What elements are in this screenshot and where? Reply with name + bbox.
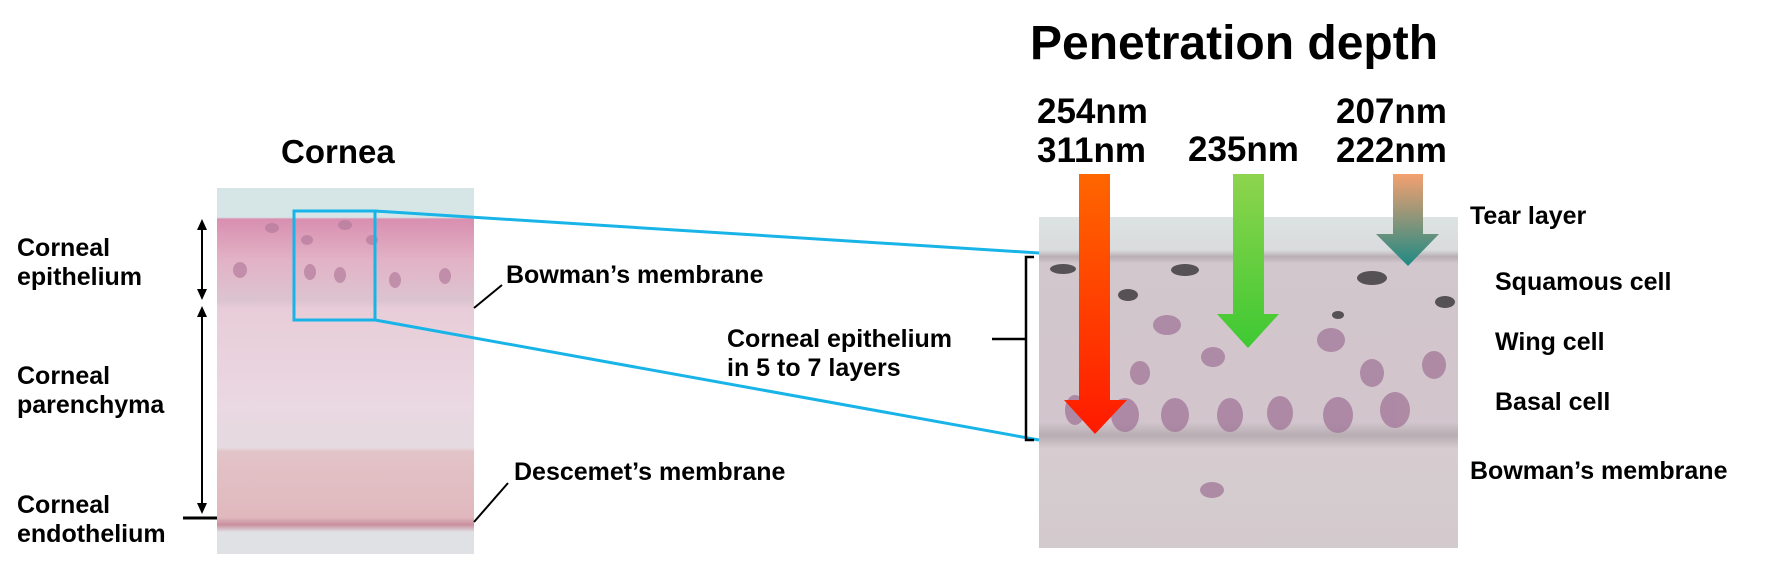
cornea-title: Cornea [281,133,395,170]
label-bowman-membrane-left: Bowman’s membrane [506,261,764,289]
epithelium-bracket [992,255,1034,442]
arrow-254-311nm [1064,174,1127,434]
label-line: parenchyma [17,391,165,419]
label-line: Corneal [17,491,111,519]
wavelength-label-235: 235nm [1188,130,1299,169]
label-wing-cell: Wing cell [1495,328,1605,356]
page-title: Penetration depth [1030,17,1439,70]
label-descemet-membrane: Descemet’s membrane [514,458,786,486]
layer-dimension-arrows [183,219,509,523]
label-line: Corneal epithelium [727,325,953,353]
zoom-connector-top [374,209,1040,255]
arrow-235nm [1217,174,1279,348]
wavelength-value: 254nm [1037,92,1148,131]
wavelength-value: 222nm [1336,131,1447,170]
wavelength-value: 311nm [1037,131,1146,170]
label-tear-layer: Tear layer [1470,202,1587,230]
label-line: epithelium [17,263,143,291]
label-line: in 5 to 7 layers [727,354,901,382]
zoom-region-frame [292,209,377,322]
cornea-histology-image [217,188,474,554]
label-bowman-membrane-right: Bowman’s membrane [1470,457,1728,485]
epithelium-nuclei [233,220,451,288]
wavelength-value: 207nm [1336,92,1447,131]
label-line: Corneal [17,362,111,390]
label-basal-cell: Basal cell [1495,388,1611,416]
arrow-207-222nm [1376,174,1439,266]
label-line: Corneal [17,234,111,262]
label-squamous-cell: Squamous cell [1495,268,1672,296]
zoom-connector-bottom [374,318,1040,442]
epithelium-cells [1050,264,1455,498]
label-line: endothelium [17,520,166,548]
